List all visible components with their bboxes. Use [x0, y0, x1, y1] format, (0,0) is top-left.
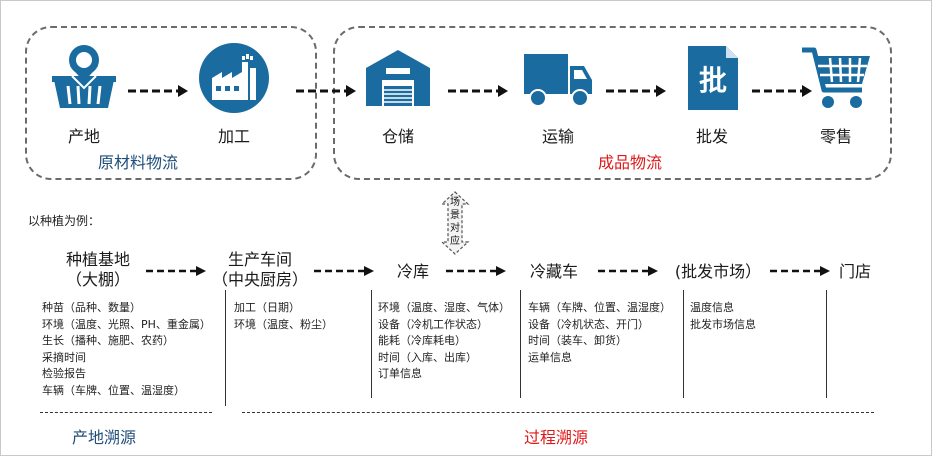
- list-item: 运单信息: [528, 350, 572, 364]
- list-item: 批发市场信息: [690, 317, 756, 331]
- chain-title-line: 种植基地: [65, 250, 130, 269]
- list-item: 时间（入库、出库）: [378, 350, 477, 364]
- list-item: 环境（温度、光照、PH、重金属）: [42, 317, 211, 331]
- list-item: 生长（播种、施肥、农药）: [42, 334, 174, 347]
- wholesale-doc-icon: 批: [676, 42, 748, 114]
- list-item: 车辆（车牌、位置、温湿度）: [528, 301, 671, 314]
- list-item: 采摘时间: [42, 350, 86, 364]
- list-item: 加工（日期）: [234, 301, 300, 314]
- list-item: 环境（温度、粉尘）: [234, 317, 333, 331]
- scene-badge-text: 场 景 对 应: [448, 196, 462, 248]
- list-item: 环境（温度、湿度、气体）: [378, 301, 510, 314]
- flow-arrow: [128, 84, 190, 97]
- detail-list-production-workshop: 加工（日期） 环境（温度、粉尘）: [234, 300, 333, 333]
- process-trace-divider: [242, 412, 874, 413]
- chain-title-store: 门店: [838, 262, 871, 281]
- chain-title-cold-storage: 冷库: [396, 262, 429, 281]
- scene-badge-char: 景: [450, 210, 460, 221]
- list-item: 温度信息: [690, 301, 734, 314]
- warehouse-icon: [362, 42, 434, 114]
- chain-arrow: [314, 265, 376, 276]
- flow-arrow: [448, 84, 510, 97]
- finished-goods-logistics-box: [333, 26, 892, 180]
- chain-title-line: 生产车间: [227, 250, 292, 269]
- raw-material-logistics-box: [25, 26, 317, 180]
- chain-title-refrigerated-truck: 冷藏车: [529, 262, 578, 281]
- stage-label-retail: 零售: [819, 127, 852, 146]
- truck-icon: [522, 42, 594, 114]
- scene-badge-char: 对: [450, 223, 460, 234]
- flow-arrow: [752, 84, 814, 97]
- process-traceability-label: 过程溯源: [524, 428, 589, 447]
- shopping-cart-icon: [800, 42, 872, 114]
- list-item: 设备（冷机状态、开门）: [528, 317, 649, 331]
- chain-title-planting-base: 种植基地 （大棚）: [38, 250, 158, 290]
- chain-arrow: [446, 265, 508, 276]
- column-separator: [371, 290, 372, 398]
- scene-correspondence-badge: 场 景 对 应: [428, 190, 482, 256]
- chain-arrow: [146, 265, 208, 276]
- list-item: 车辆（车牌、位置、温湿度）: [42, 383, 185, 397]
- origin-trace-divider: [40, 412, 212, 413]
- stage-label-processing: 加工: [217, 127, 250, 146]
- example-label: 以种植为例：: [28, 214, 101, 228]
- scene-badge-char: 应: [450, 236, 460, 247]
- column-separator: [826, 290, 827, 398]
- flow-arrow: [606, 84, 668, 97]
- chain-title-wholesale-market: (批发市场）: [674, 262, 762, 281]
- finished-goods-logistics-title: 成品物流: [598, 153, 663, 172]
- list-item: 能耗（冷库耗电）: [378, 334, 466, 347]
- list-item: 订单信息: [378, 367, 422, 380]
- flow-arrow: [296, 84, 358, 97]
- basket-pin-icon: [48, 42, 120, 114]
- chain-title-line: （大棚）: [65, 270, 130, 289]
- origin-traceability-label: 产地溯源: [72, 428, 137, 447]
- chain-title-line: （中央厨房）: [211, 270, 308, 289]
- detail-list-cold-storage: 环境（温度、湿度、气体） 设备（冷机工作状态） 能耗（冷库耗电） 时间（入库、出…: [378, 300, 510, 383]
- column-separator: [520, 290, 521, 398]
- chain-title-production-workshop: 生产车间 （中央厨房）: [204, 250, 316, 290]
- list-item: 种苗（品种、数量）: [42, 301, 141, 314]
- detail-list-planting-base: 种苗（品种、数量） 环境（温度、光照、PH、重金属） 生长（播种、施肥、农药） …: [42, 300, 211, 399]
- detail-list-wholesale-market: 温度信息 批发市场信息: [690, 300, 756, 333]
- list-item: 设备（冷机工作状态）: [378, 317, 488, 331]
- stage-label-transport: 运输: [541, 127, 574, 146]
- list-item: 时间（装车、卸货）: [528, 334, 627, 347]
- scene-badge-char: 场: [450, 197, 460, 208]
- factory-icon: [198, 42, 270, 114]
- column-separator: [683, 290, 684, 398]
- chain-arrow: [598, 265, 660, 276]
- list-item: 检验报告: [42, 367, 86, 380]
- column-separator: [225, 290, 226, 406]
- raw-material-logistics-title: 原材料物流: [98, 153, 179, 172]
- stage-label-warehousing: 仓储: [381, 127, 414, 146]
- chain-arrow: [770, 265, 832, 276]
- stage-label-wholesale: 批发: [695, 127, 728, 146]
- wholesale-glyph: 批: [699, 64, 727, 97]
- detail-list-refrigerated-truck: 车辆（车牌、位置、温湿度） 设备（冷机状态、开门） 时间（装车、卸货） 运单信息: [528, 300, 671, 366]
- stage-label-origin: 产地: [67, 127, 100, 146]
